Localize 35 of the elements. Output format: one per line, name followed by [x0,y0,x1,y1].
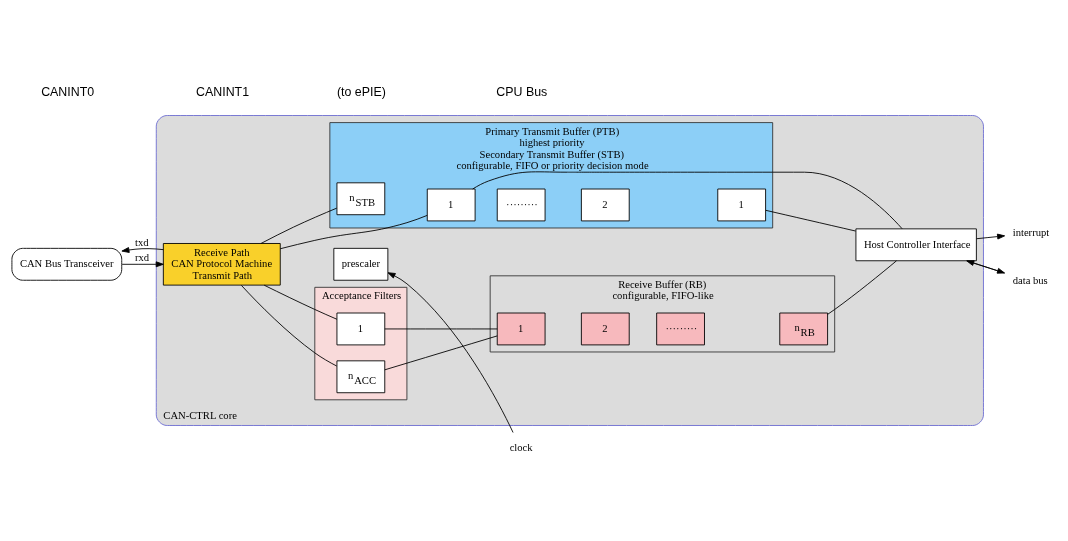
connector [765,209,857,232]
connector [472,171,903,230]
label: CPU Bus [496,84,548,99]
node-box: prescaler [333,247,389,281]
node-box: CAN Bus Transceiver [11,247,123,281]
arrow [121,261,164,268]
arrow [121,247,164,253]
label: (to ePIE) [336,84,386,99]
connector [384,328,498,330]
node-box: 1 [496,312,546,346]
node-box: 1 [426,188,476,222]
arrow [976,233,1006,240]
edge-label: rxd [135,252,150,264]
node-box: 2 [580,312,630,346]
node-box: Host Controller Interface [855,228,977,262]
connector [240,284,338,367]
node-text: data bus [1012,274,1048,286]
connector [263,284,338,320]
node-text: interrupt [1012,227,1050,239]
connector [260,207,338,244]
arrow [966,260,1005,274]
node-box: 1 [336,312,386,346]
connector [279,214,428,250]
label: CANINT0 [41,84,95,99]
arrow [387,272,514,433]
node-box: 2 [580,188,630,222]
node-box: ········· [496,188,546,222]
node-box: 1 [717,188,767,222]
connector [827,260,897,315]
node-box: Receive Path CAN Protocol Machine Transmit Path [162,243,281,286]
connector [384,335,498,371]
label: CANINT1 [196,84,250,99]
node-text: clock [509,442,533,454]
node-box: ········· [656,312,705,346]
edge-label: txd [135,237,149,249]
